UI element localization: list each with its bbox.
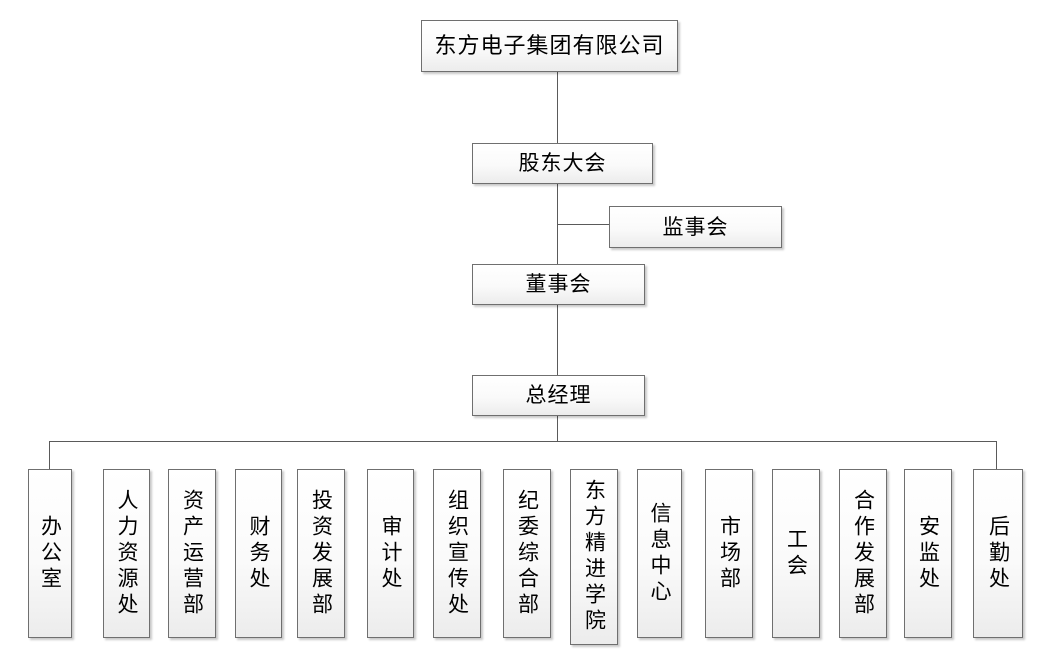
dept-label: 财务处 [247, 514, 271, 593]
dept-node: 人力资源处 [103, 469, 150, 638]
dept-label: 信息中心 [648, 501, 672, 606]
dept-label: 后勤处 [986, 514, 1011, 593]
dept-label: 组织宣传处 [445, 488, 470, 619]
connector-shareholders-to-board [557, 184, 558, 264]
dept-label: 审计处 [379, 514, 403, 593]
dept-node: 合作发展部 [839, 469, 887, 638]
dept-label: 资产运营部 [180, 488, 205, 619]
node-general-manager: 总经理 [472, 375, 645, 416]
dept-node: 财务处 [235, 469, 282, 638]
node-board-of-directors: 董事会 [472, 264, 645, 305]
connector-gm-to-bus [557, 416, 558, 441]
connector-bus-drop-right [996, 441, 997, 469]
node-label: 东方电子集团有限公司 [434, 33, 665, 58]
node-company: 东方电子集团有限公司 [421, 20, 678, 72]
node-shareholders-meeting: 股东大会 [472, 143, 653, 184]
dept-label: 人力资源处 [115, 488, 139, 619]
dept-label: 东方精进学院 [582, 479, 607, 635]
node-supervisory-board: 监事会 [609, 206, 782, 248]
node-label: 董事会 [525, 272, 592, 296]
dept-node: 安监处 [904, 469, 952, 638]
connector-company-to-shareholders [557, 72, 558, 143]
node-label: 股东大会 [518, 151, 607, 175]
dept-node: 市场部 [705, 469, 753, 638]
dept-node: 信息中心 [637, 469, 682, 638]
connector-bus-drop-left [49, 441, 50, 469]
dept-node: 资产运营部 [168, 469, 216, 638]
dept-label: 工会 [784, 527, 809, 580]
node-label: 监事会 [662, 214, 729, 239]
node-label: 总经理 [525, 383, 592, 407]
dept-node: 投资发展部 [297, 469, 345, 638]
dept-label: 办公室 [38, 514, 63, 593]
dept-node: 组织宣传处 [433, 469, 481, 638]
dept-node: 后勤处 [973, 469, 1023, 638]
dept-label: 安监处 [916, 514, 941, 593]
dept-label: 投资发展部 [309, 488, 334, 619]
dept-node: 审计处 [367, 469, 414, 638]
dept-node: 纪委综合部 [503, 469, 551, 638]
dept-node: 办公室 [28, 469, 72, 638]
dept-label: 市场部 [717, 514, 742, 593]
dept-node: 东方精进学院 [570, 469, 618, 645]
dept-label: 纪委综合部 [515, 488, 540, 619]
connector-departments-bus [49, 441, 997, 442]
connector-board-to-gm [557, 305, 558, 375]
dept-label: 合作发展部 [851, 488, 876, 619]
dept-node: 工会 [772, 469, 820, 638]
connector-branch-supervisory-board [558, 224, 609, 225]
